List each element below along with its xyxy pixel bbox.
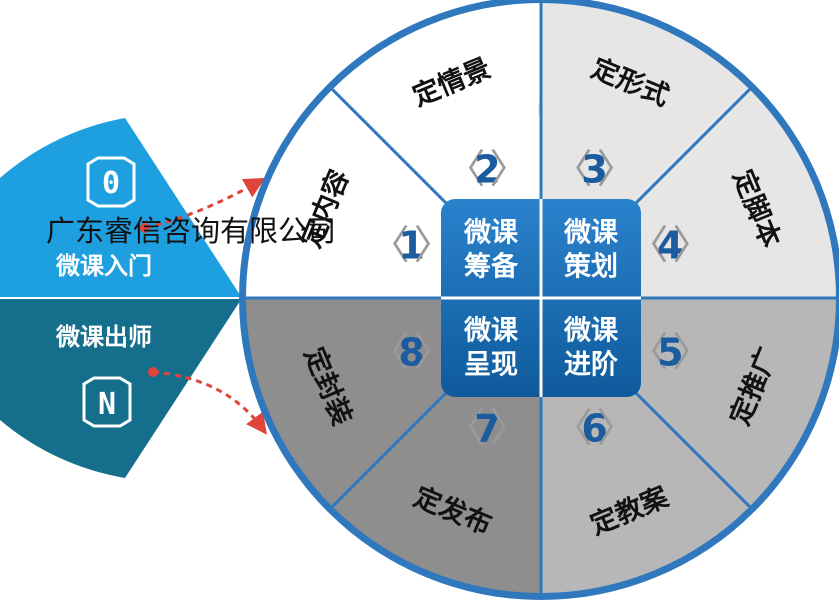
svg-text:〉: 〉	[414, 222, 454, 268]
svg-text:〉: 〉	[597, 147, 637, 193]
svg-text:6: 6	[581, 406, 607, 450]
puzzle-knob-top	[538, 89, 578, 129]
segment-number-8: 〈8〉	[370, 330, 454, 376]
wheel: 定内容定情景定形式定脚本定推广定教案定发布定封装 微课筹备微课策划微课呈现微课进…	[239, 0, 839, 600]
svg-text:3: 3	[581, 148, 607, 192]
svg-text:〈: 〈	[553, 147, 593, 193]
center-cell-1-line-1: 微课	[463, 218, 519, 249]
segment-number-5: 〈5〉	[628, 330, 712, 376]
puzzle-knob-right	[720, 302, 760, 342]
segment-number-4: 〈4〉	[628, 222, 712, 268]
center-cell-3-line-2: 呈现	[464, 350, 518, 381]
svg-text:7: 7	[474, 406, 500, 450]
segment-number-2: 〈2〉	[445, 147, 529, 193]
svg-text:8: 8	[398, 331, 424, 375]
arrow-up	[144, 177, 266, 230]
svg-text:〉: 〉	[672, 222, 712, 268]
center-cell-3-line-1: 微课	[463, 316, 519, 347]
center-cell-4-line-2: 进阶	[564, 350, 618, 381]
svg-text:5: 5	[657, 331, 683, 375]
svg-text:〈: 〈	[370, 222, 410, 268]
svg-text:〉: 〉	[414, 330, 454, 376]
svg-text:〈: 〈	[553, 405, 593, 451]
segment-number-1: 〈1〉	[370, 222, 454, 268]
segment-number-3: 〈3〉	[553, 147, 637, 193]
svg-text:〉: 〉	[489, 147, 529, 193]
left-fan: 0 微课入门 微课出师 N	[0, 118, 267, 478]
svg-text:〈: 〈	[628, 222, 668, 268]
fan-bottom-master	[0, 298, 242, 478]
company-watermark: 广东睿信咨询有限公司	[46, 214, 337, 248]
center-cell-1-line-2: 筹备	[464, 251, 519, 283]
svg-text:〈: 〈	[370, 330, 410, 376]
badge-n: N	[82, 376, 132, 428]
arrow-down	[152, 370, 267, 435]
puzzle-knob-left	[327, 248, 367, 288]
center-cell-4-line-1: 微课	[563, 316, 619, 347]
segment-number-6: 〈6〉	[553, 405, 637, 451]
svg-text:〈: 〈	[445, 405, 485, 451]
badge-n-text: N	[98, 387, 116, 422]
center-cell-2-line-2: 策划	[564, 251, 618, 283]
fan-top-label: 微课入门	[55, 252, 152, 280]
svg-text:〈: 〈	[628, 330, 668, 376]
svg-text:4: 4	[657, 223, 683, 267]
badge-zero: 0	[86, 156, 136, 208]
svg-text:2: 2	[474, 148, 500, 192]
fan-top-entry	[0, 118, 242, 298]
svg-text:〉: 〉	[489, 405, 529, 451]
svg-text:〈: 〈	[445, 147, 485, 193]
badge-zero-text: 0	[102, 166, 120, 201]
svg-text:〉: 〉	[597, 405, 637, 451]
segment-number-7: 〈7〉	[445, 405, 529, 451]
center-cell-2-line-1: 微课	[563, 218, 619, 249]
puzzle-knob-bottom	[492, 465, 532, 505]
svg-text:〉: 〉	[672, 330, 712, 376]
fan-bottom-label: 微课出师	[55, 323, 152, 351]
svg-text:1: 1	[398, 223, 424, 267]
